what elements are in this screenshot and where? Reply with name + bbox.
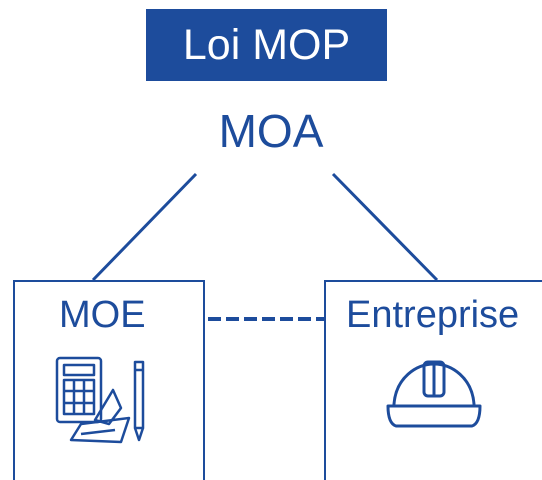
moa-node-label: MOA [218,105,324,157]
entreprise-box: Entreprise [324,280,542,480]
moe-node-label: MOE [59,294,146,336]
entreprise-node-label: Entreprise [346,294,520,336]
moe-box: MOE [13,280,205,480]
title-banner: Loi MOP [146,9,387,81]
hard-hat-icon [386,360,482,428]
diagram-title: Loi MOP [182,20,351,69]
calculator-plans-pencil-icon [55,356,145,444]
moa-entreprise-connector [331,172,439,282]
moa-moe-connector [91,172,198,282]
